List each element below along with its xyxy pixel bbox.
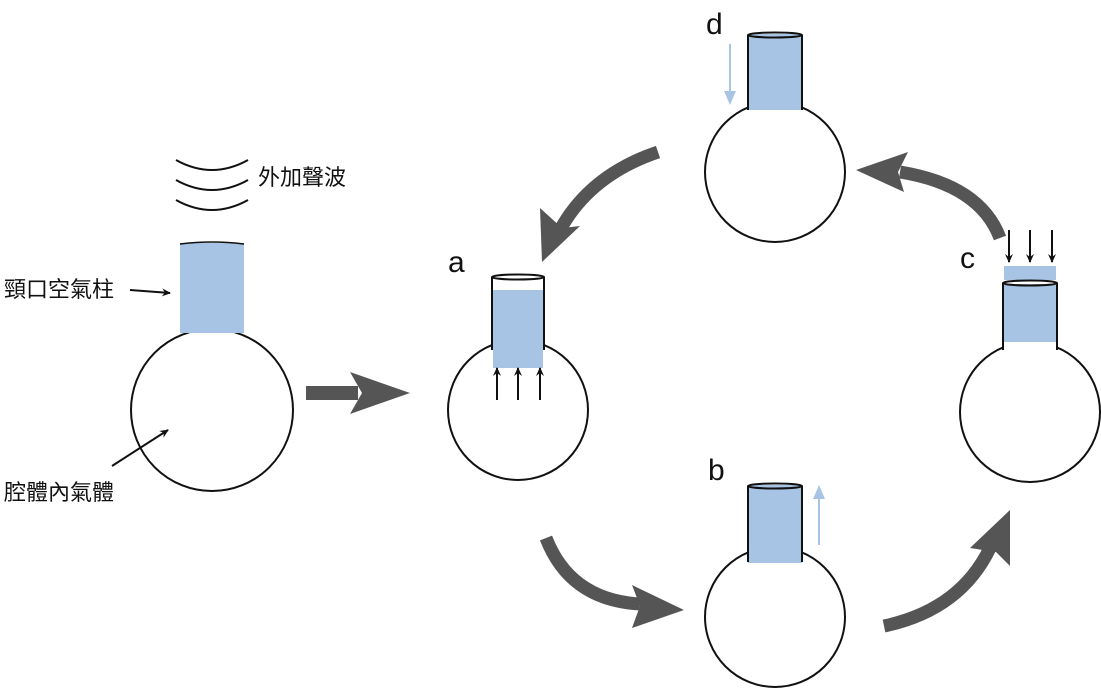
sound-wave-icon <box>175 159 249 211</box>
air-column-b <box>748 485 802 563</box>
cavity-gas-label: 腔體內氣體 <box>4 481 114 506</box>
stage-d-label: d <box>706 8 723 41</box>
stage-c-label: c <box>960 242 975 275</box>
cavity-pointer-arrow <box>111 429 169 467</box>
cycle-arrow-a-to-b <box>539 535 684 628</box>
resonator-b <box>704 482 846 688</box>
neck-pointer-arrow <box>129 288 171 297</box>
cycle-arrow-b-to-c <box>882 510 1010 633</box>
stage-b-label: b <box>708 454 725 487</box>
air-column-c-top <box>1004 266 1056 280</box>
resonator-c <box>959 266 1101 483</box>
cycle-arrow-d-to-a <box>540 145 661 262</box>
resonator-a <box>447 273 589 481</box>
pressure-arrows-down-c <box>1005 230 1056 263</box>
base-resonator <box>130 241 294 492</box>
pressure-arrows-up-a <box>493 367 544 400</box>
neck-air-column <box>180 243 244 333</box>
sound-wave-label: 外加聲波 <box>258 166 346 191</box>
stage-a-label: a <box>448 246 465 279</box>
neck-air-column-label: 頸口空氣柱 <box>4 278 114 303</box>
cavity-body <box>130 328 294 492</box>
transition-arrow-to-a <box>306 372 410 414</box>
air-column-a <box>493 290 543 368</box>
cycle-arrow-c-to-d <box>856 152 1007 241</box>
resonator-d <box>704 31 846 243</box>
air-column-d <box>748 34 802 110</box>
air-column-c <box>1004 284 1056 342</box>
